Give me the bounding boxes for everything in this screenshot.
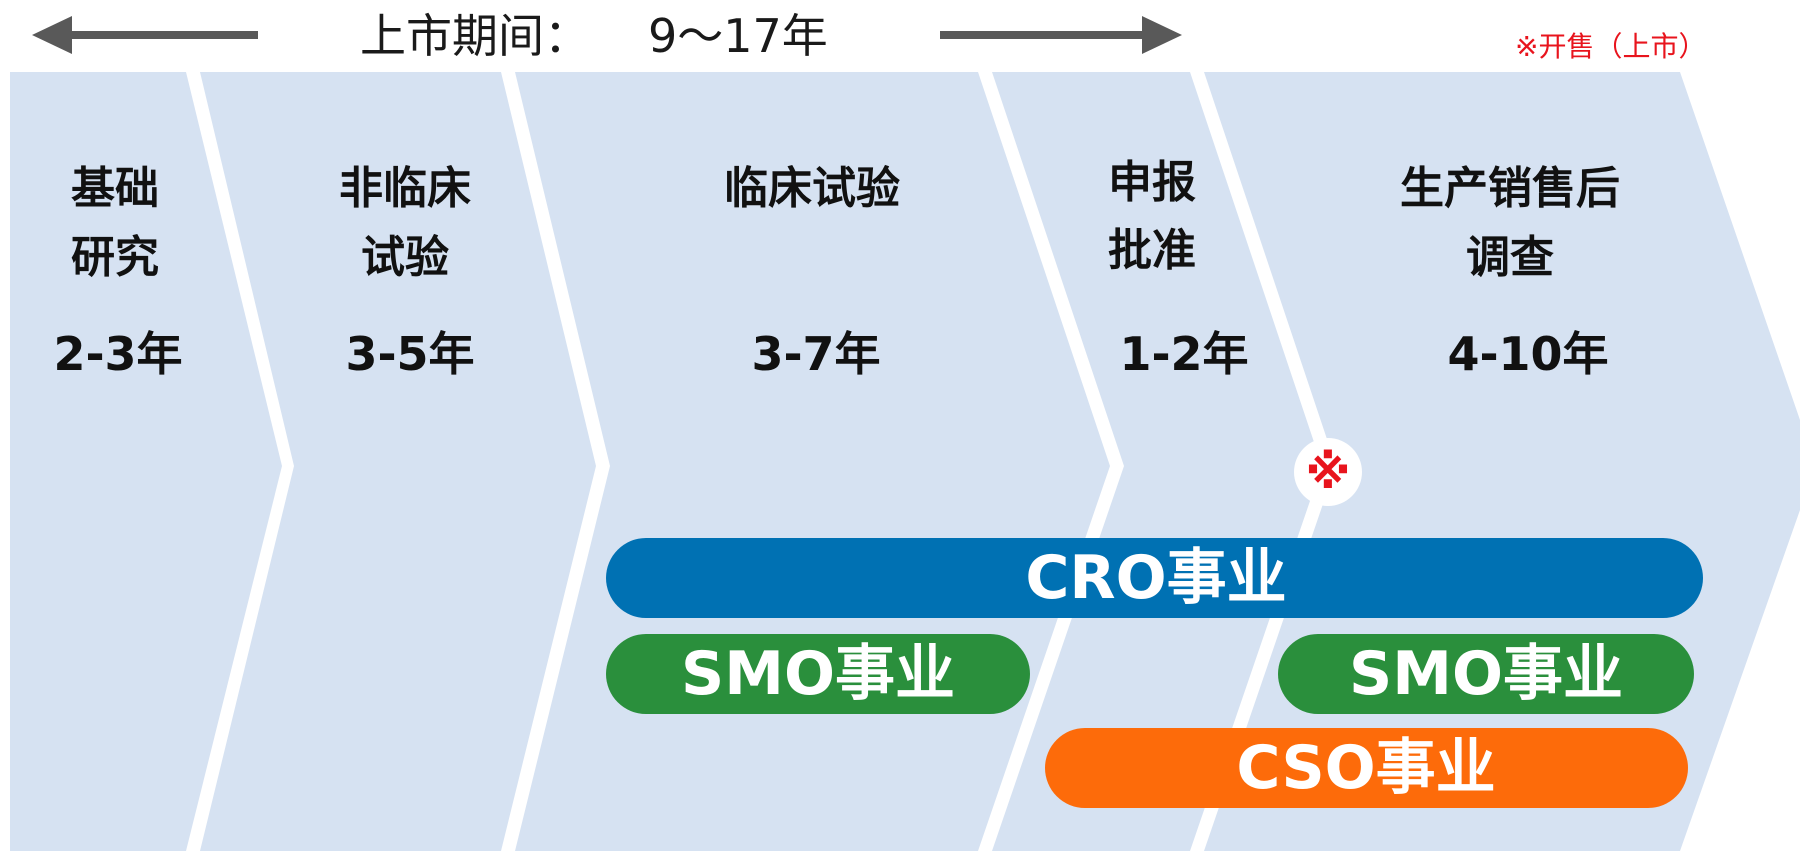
timeline-arrow-left xyxy=(32,16,258,54)
phase-name: 临床试验 xyxy=(724,163,900,214)
phase-duration: 3-7年 xyxy=(751,327,880,381)
phase-clinical: 临床试验 3-7年 xyxy=(724,163,900,381)
phase-approval: 申报 批准 1-2年 xyxy=(1108,157,1249,381)
phase-chevron-basic-research xyxy=(10,72,282,851)
smo-business-bar-left: SMO事业 xyxy=(606,634,1030,714)
smo-business-label: SMO事业 xyxy=(1349,639,1623,709)
phase-name: 基础 xyxy=(71,163,159,214)
phase-duration: 3-5年 xyxy=(345,327,474,381)
phase-name: 研究 xyxy=(71,232,159,283)
phase-postmarketing: 生产销售后 调查 4-10年 xyxy=(1400,163,1620,381)
phase-name: 调查 xyxy=(1466,232,1554,283)
phase-basic-research: 基础 研究 2-3年 xyxy=(53,163,182,381)
phase-name: 申报 xyxy=(1108,157,1196,208)
market-launch-note: ※开售（上市） xyxy=(1515,30,1706,63)
phase-name: 生产销售后 xyxy=(1400,163,1620,214)
cso-business-bar: CSO事业 xyxy=(1045,728,1688,808)
smo-business-bar-right: SMO事业 xyxy=(1278,634,1694,714)
phase-name: 非临床 xyxy=(339,163,471,214)
cro-business-label: CRO事业 xyxy=(1025,543,1286,613)
period-label: 上市期间： xyxy=(360,9,590,63)
cro-business-bar: CRO事业 xyxy=(606,538,1703,618)
timeline-arrow-right xyxy=(940,16,1182,54)
phase-duration: 4-10年 xyxy=(1447,327,1608,381)
phase-name: 试验 xyxy=(361,232,449,283)
period-value: 9～17年 xyxy=(648,9,828,63)
phase-name: 批准 xyxy=(1108,225,1196,276)
phase-chevron-approval xyxy=(992,72,1322,851)
phase-nonclinical: 非临床 试验 3-5年 xyxy=(339,163,475,381)
cso-business-label: CSO事业 xyxy=(1236,733,1495,803)
smo-business-label: SMO事业 xyxy=(681,639,955,709)
phase-duration: 2-3年 xyxy=(53,327,182,381)
marker-symbol: ※ xyxy=(1306,445,1351,499)
phase-duration: 1-2年 xyxy=(1119,327,1248,381)
phase-chevron-nonclinical xyxy=(200,72,596,851)
market-launch-marker: ※ xyxy=(1294,438,1362,506)
